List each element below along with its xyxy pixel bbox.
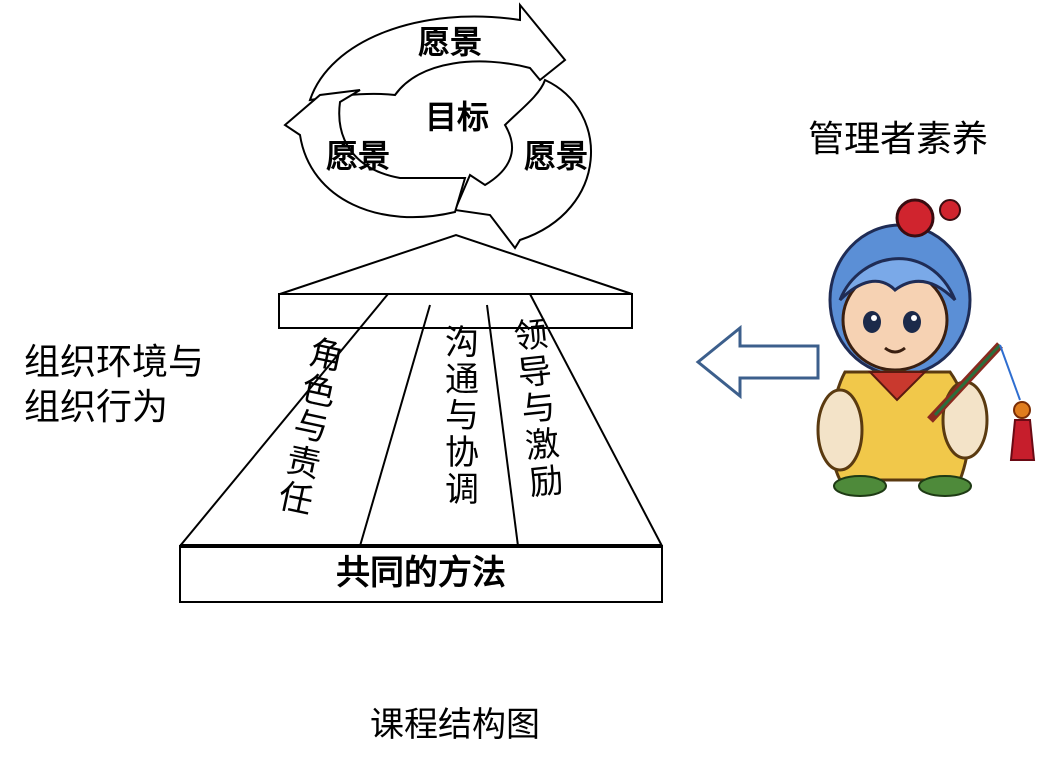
cycle-label-center: 目标 <box>425 98 490 136</box>
hollow-left-arrow-icon <box>695 324 820 400</box>
left-label-line2: 组织行为 <box>24 387 169 428</box>
top-bar <box>278 293 633 329</box>
cycle-arrow-left <box>283 89 467 219</box>
left-label-line1: 组织环境与 <box>24 342 205 383</box>
base-bar <box>179 545 663 603</box>
cycle-label-left: 愿景 <box>326 137 391 175</box>
base-label: 共同的方法 <box>336 553 506 593</box>
cycle-arrow-right <box>453 78 592 250</box>
diagram-caption: 课程结构图 <box>370 705 540 745</box>
cycle-label-right: 愿景 <box>524 137 589 175</box>
cycle-ring <box>283 2 592 250</box>
right-label: 管理者素养 <box>808 119 989 160</box>
roof-triangle <box>279 233 633 295</box>
pillar-communication-coordination: 沟 通 与 协 调 <box>445 323 479 510</box>
cycle-arrow-top <box>308 2 567 102</box>
cartoon-character-icon <box>816 198 1036 497</box>
cycle-label-top: 愿景 <box>418 23 483 61</box>
